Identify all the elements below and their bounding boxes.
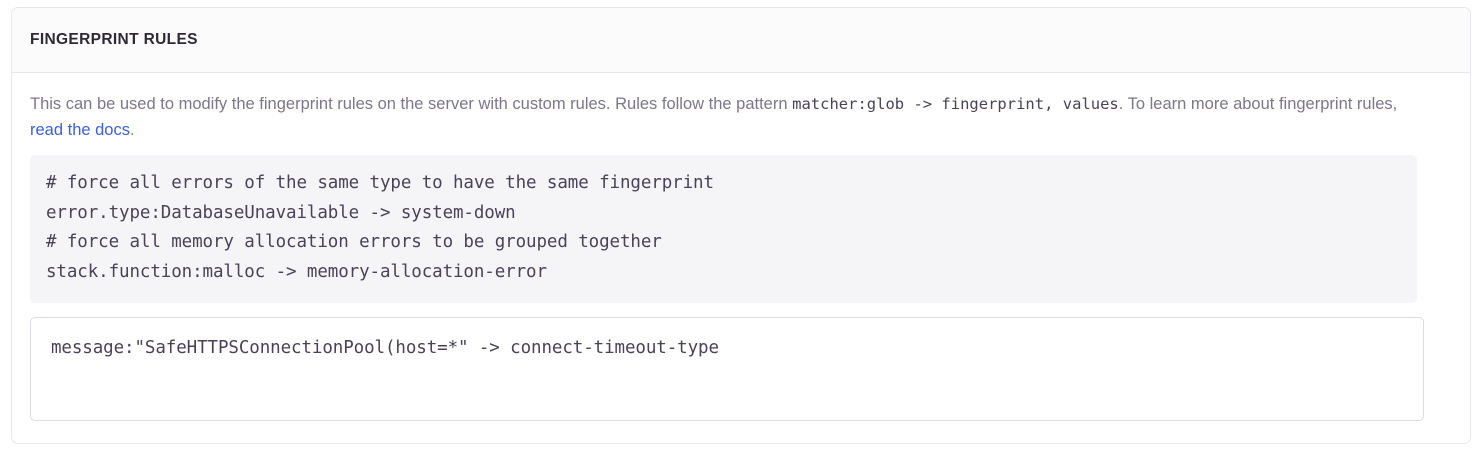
fingerprint-rules-input[interactable]: [30, 317, 1424, 421]
example-code-block: # force all errors of the same type to h…: [30, 155, 1417, 303]
read-the-docs-link[interactable]: read the docs: [30, 121, 130, 139]
panel-description: This can be used to modify the fingerpri…: [30, 91, 1400, 143]
panel-body: This can be used to modify the fingerpri…: [12, 73, 1470, 421]
inline-code-pattern: matcher:glob -> fingerprint, values: [792, 95, 1119, 113]
code-line: # force all errors of the same type to h…: [46, 173, 714, 193]
panel-header: FINGERPRINT RULES: [12, 8, 1470, 73]
code-line: # force all memory allocation errors to …: [46, 232, 662, 252]
fingerprint-rules-panel: FINGERPRINT RULES This can be used to mo…: [11, 7, 1471, 444]
description-text-part-1: This can be used to modify the fingerpri…: [30, 95, 793, 113]
page-title: FINGERPRINT RULES: [30, 31, 198, 48]
code-line: stack.function:malloc -> memory-allocati…: [46, 261, 547, 282]
description-text-part-2: . To learn more about fingerprint rules,: [1118, 95, 1398, 113]
description-text-part-3: .: [129, 121, 135, 139]
code-line: error.type:DatabaseUnavailable -> system…: [46, 202, 516, 223]
